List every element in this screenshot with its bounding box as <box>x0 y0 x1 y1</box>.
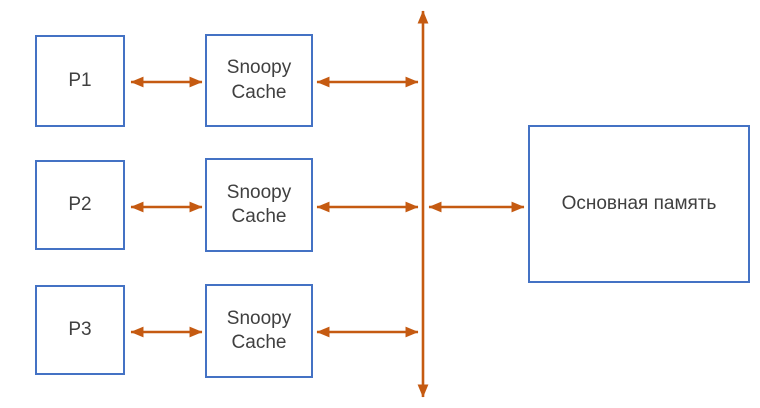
snoopy-cache-box-2: Snoopy Cache <box>205 158 313 252</box>
snoopy-cache-label-3: Snoopy Cache <box>226 307 292 353</box>
processor-label-p3: P3 <box>68 318 92 340</box>
snoopy-cache-box-1: Snoopy Cache <box>205 34 313 127</box>
snoopy-cache-label-1: Snoopy Cache <box>226 57 292 103</box>
processor-box-p3: P3 <box>35 285 125 375</box>
main-memory-label: Основная память <box>561 192 717 214</box>
processor-box-p2: P2 <box>35 160 125 250</box>
snoopy-cache-box-3: Snoopy Cache <box>205 284 313 378</box>
processor-box-p1: P1 <box>35 35 125 127</box>
main-memory-box: Основная память <box>528 125 750 283</box>
processor-label-p1: P1 <box>68 69 92 91</box>
processor-label-p2: P2 <box>68 193 92 215</box>
snoopy-cache-label-2: Snoopy Cache <box>226 181 292 227</box>
